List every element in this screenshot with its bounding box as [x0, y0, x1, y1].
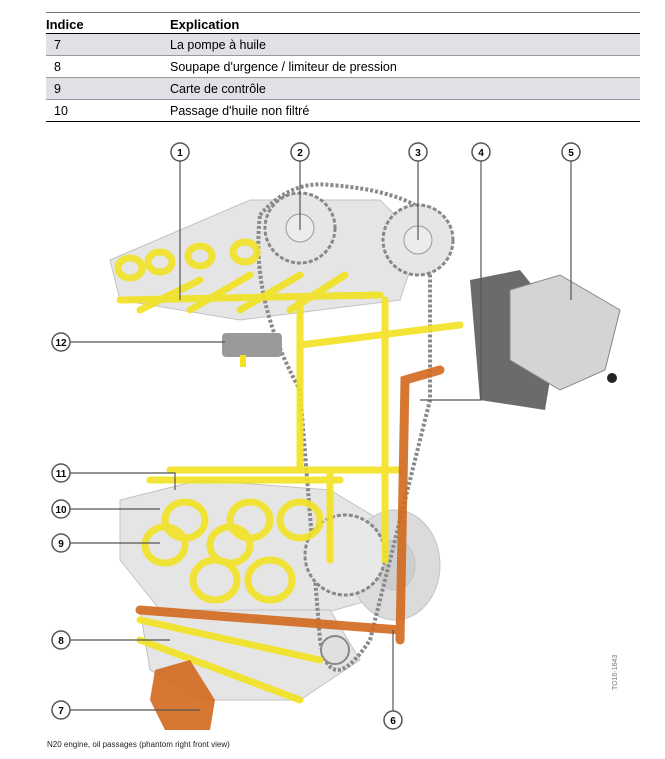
callout-9: 9 — [51, 533, 71, 553]
callout-8: 8 — [51, 630, 71, 650]
callout-11: 11 — [51, 463, 71, 483]
legend-table: Indice Explication 7 La pompe à huile 8 … — [46, 12, 640, 122]
header-explication: Explication — [170, 17, 240, 32]
crankshaft-sprocket — [303, 513, 387, 665]
legend-row: 8 Soupape d'urgence / limiteur de pressi… — [46, 56, 640, 78]
oil-pump-passage — [135, 365, 445, 645]
callout-2-label: 2 — [297, 148, 303, 159]
legend-row: 7 La pompe à huile — [46, 34, 640, 56]
oil-passages — [116, 271, 464, 704]
callout-11-label: 11 — [56, 469, 67, 480]
callout-12-label: 12 — [55, 338, 67, 349]
callout-5: 5 — [561, 142, 581, 162]
callout-6: 6 — [383, 710, 403, 730]
callout-circles: 1 2 3 4 5 6 7 8 9 10 11 12 — [51, 142, 581, 730]
callout-4: 4 — [471, 142, 491, 162]
callout-5-label: 5 — [568, 148, 574, 159]
callout-1-label: 1 — [177, 148, 183, 159]
callout-10-label: 10 — [55, 505, 67, 516]
header-index: Indice — [46, 17, 84, 32]
legend-text: Soupape d'urgence / limiteur de pression — [170, 59, 397, 74]
callout-1: 1 — [170, 142, 190, 162]
legend-index: 7 — [54, 37, 61, 52]
legend-text: La pompe à huile — [170, 37, 266, 52]
legend-row: 10 Passage d'huile non filtré — [46, 100, 640, 122]
timing-chain — [256, 182, 432, 672]
callout-7-label: 7 — [58, 706, 64, 717]
callout-10: 10 — [51, 499, 71, 519]
callout-12: 12 — [51, 332, 71, 352]
legend-text: Carte de contrôle — [170, 81, 266, 96]
callout-4-label: 4 — [478, 148, 484, 159]
figure-reference: TO16-1643 — [612, 654, 619, 690]
callout-3-label: 3 — [415, 148, 421, 159]
legend-row: 9 Carte de contrôle — [46, 78, 640, 100]
legend-text: Passage d'huile non filtré — [170, 103, 310, 118]
callout-leaders — [70, 160, 572, 712]
callout-8-label: 8 — [58, 636, 64, 647]
pressure-sensor — [222, 333, 282, 367]
callout-9-label: 9 — [58, 539, 64, 550]
engine-oil-diagram: 1 2 3 4 5 6 7 8 9 10 11 12 — [51, 142, 621, 730]
legend-index: 10 — [54, 103, 68, 118]
figure-caption: N20 engine, oil passages (phantom right … — [47, 740, 230, 749]
oil-filter-module — [470, 270, 621, 410]
oil-pump — [150, 660, 215, 730]
callout-3: 3 — [408, 142, 428, 162]
legend-header: Indice Explication — [46, 12, 640, 34]
callout-6-label: 6 — [390, 716, 396, 727]
cylinder-rings — [114, 238, 324, 604]
callout-7: 7 — [51, 700, 71, 720]
callout-2: 2 — [290, 142, 310, 162]
legend-index: 8 — [54, 59, 61, 74]
legend-index: 9 — [54, 81, 61, 96]
